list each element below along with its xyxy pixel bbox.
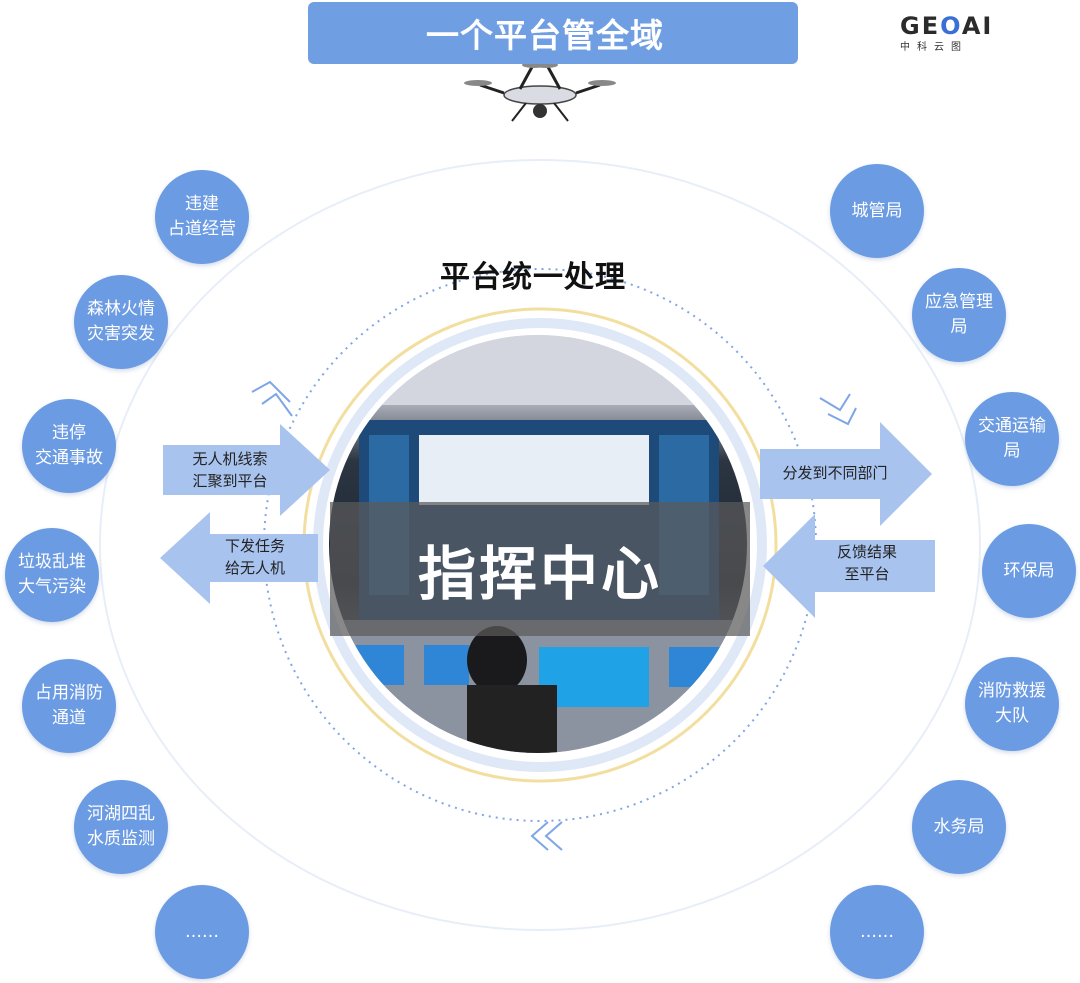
command-center-label: 指挥中心 [330, 502, 750, 636]
left-item-3: 垃圾乱堆大气污染 [5, 528, 99, 622]
left-item-1: 森林火情灾害突发 [74, 275, 168, 369]
left-item-6: …… [155, 885, 249, 979]
ring-chevron-top [251, 380, 293, 417]
arrow-feedback-text: 反馈结果至平台 [836, 543, 897, 583]
arrow-feedback [763, 514, 935, 618]
right-item-3: 环保局 [982, 524, 1076, 618]
arrow-distribute-text: 分发到不同部门 [782, 464, 888, 482]
right-item-1: 应急管理局 [912, 268, 1006, 362]
arrow-dispatch-text: 下发任务给无人机 [224, 537, 285, 577]
platform-heading: 平台统一处理 [440, 260, 626, 295]
left-item-4: 占用消防通道 [22, 659, 116, 753]
arrow-distribute [760, 422, 932, 526]
left-item-0: 违建占道经营 [155, 170, 249, 264]
header-title: 一个平台管全域 [426, 16, 664, 55]
drone-icon [464, 62, 616, 122]
right-item-4: 消防救援大队 [965, 657, 1059, 751]
right-item-2: 交通运输局 [965, 392, 1059, 486]
arrow-dispatch [160, 512, 318, 604]
brand-logo: GEOAI 中科云图 [900, 12, 1010, 58]
left-item-2: 违停交通事故 [22, 399, 116, 493]
ring-chevron-bottom [530, 821, 563, 851]
right-item-6: …… [830, 885, 924, 979]
arrow-collect [163, 424, 330, 516]
header-banner: 一个平台管全域 [308, 2, 798, 64]
right-item-5: 水务局 [912, 780, 1006, 874]
left-item-5: 河湖四乱水质监测 [74, 780, 168, 874]
ring-chevron-right [819, 393, 857, 426]
arrow-collect-text: 无人机线索汇聚到平台 [192, 450, 268, 490]
right-item-0: 城管局 [830, 164, 924, 258]
logo-subtitle: 中科云图 [900, 42, 968, 53]
